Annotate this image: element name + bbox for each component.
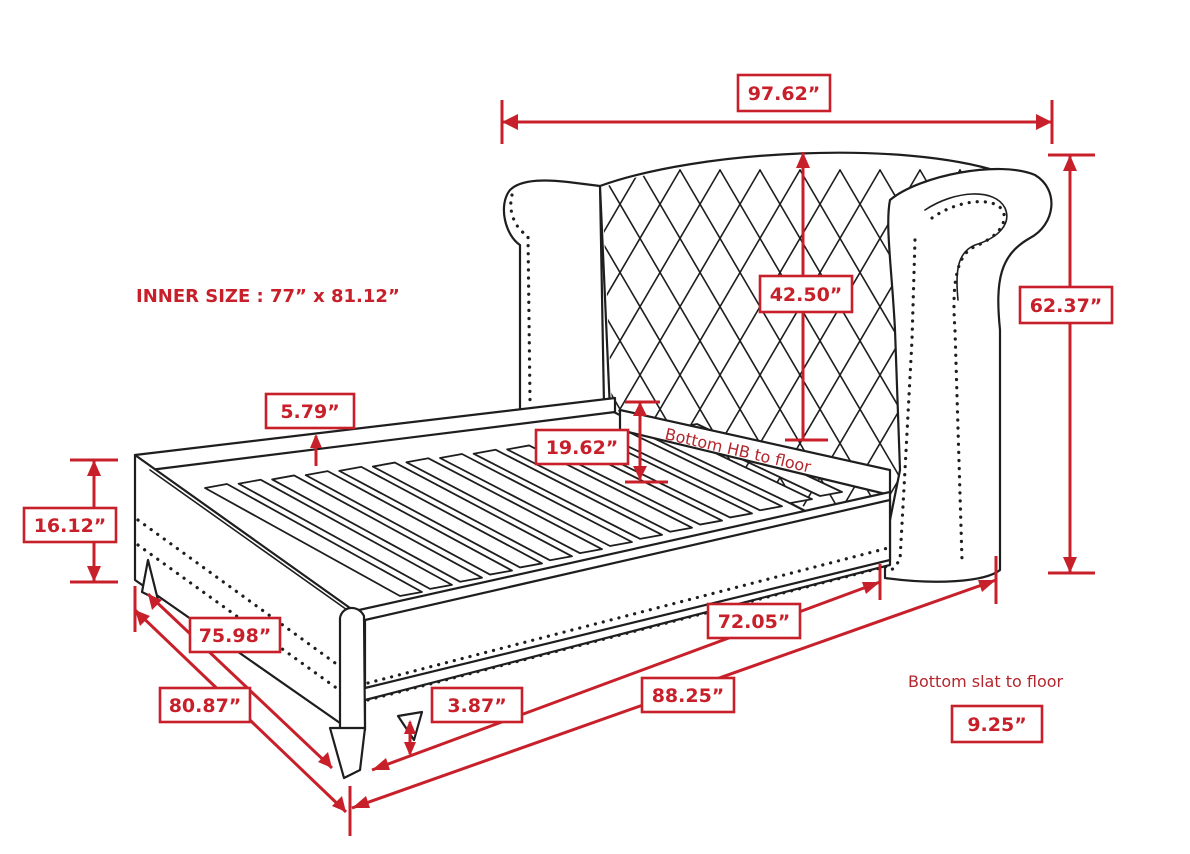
slat (472, 448, 663, 540)
bottom-hb-text: 19.62” (546, 437, 619, 459)
right-arm-scroll (924, 193, 1008, 301)
right-arm-rivets-outer (930, 200, 1006, 562)
label-bottom-slat: 9.25” (950, 704, 1044, 744)
label-headboard-height: 42.50” (758, 274, 854, 314)
tuft-line (1040, 170, 1190, 580)
label-inner-length: 72.05” (706, 602, 802, 640)
label-rail-height: 5.79” (264, 392, 356, 430)
front-rail-rivets-2 (366, 564, 890, 702)
left-wing (502, 179, 606, 412)
inner-length-text: 72.05” (718, 611, 791, 633)
left-rail-rivets-1 (136, 518, 344, 670)
bed-illustration (133, 151, 1190, 780)
label-footboard-height: 16.12” (22, 506, 118, 544)
right-arm (883, 167, 1053, 583)
label-rail-clearance: 3.87” (430, 686, 524, 724)
label-overall-length: 88.25” (640, 676, 736, 714)
overall-height-text: 62.37” (1030, 295, 1103, 317)
bottom-slat-note: Bottom slat to floor (908, 672, 1064, 691)
left-rail-top-edge (149, 469, 351, 613)
front-rail-rivets-1 (366, 546, 890, 685)
overall-width-text: 97.62” (748, 83, 821, 105)
dimension-labels: 97.62” 42.50” 62.37” 5.79” 19.62” 16.12”… (22, 73, 1114, 744)
slat (338, 465, 543, 569)
rail-clearance-text: 3.87” (447, 695, 506, 717)
label-overall-height: 62.37” (1018, 285, 1114, 325)
label-overall-width: 97.62” (736, 73, 832, 113)
headboard-height-text: 42.50” (770, 284, 843, 306)
bottom-slat-text: 9.25” (967, 714, 1026, 736)
slat (506, 444, 693, 533)
left-rail-rivets-2 (136, 543, 344, 694)
inner-size-text: INNER SIZE : 77” x 81.12” (136, 286, 400, 307)
slat (271, 474, 483, 583)
corner-post (338, 606, 367, 732)
slat (304, 470, 513, 576)
slat (371, 461, 573, 562)
tuft-line (1040, 170, 1190, 580)
slat (204, 483, 423, 597)
label-bottom-hb: 19.62” (534, 428, 630, 466)
right-arm-rivets-inner (888, 238, 917, 574)
inner-width-text: 75.98” (199, 625, 272, 647)
slat (237, 478, 453, 590)
front-leg (328, 726, 367, 780)
footboard-height-text: 16.12” (34, 515, 107, 537)
slat (405, 457, 603, 555)
overall-length-text: 88.25” (652, 685, 725, 707)
label-inner-width: 75.98” (188, 616, 282, 654)
rail-height-text: 5.79” (280, 401, 339, 423)
left-wing-rivets (509, 193, 532, 402)
outer-width-text: 80.87” (169, 695, 242, 717)
slat (439, 453, 633, 547)
label-outer-width: 80.87” (158, 686, 252, 724)
